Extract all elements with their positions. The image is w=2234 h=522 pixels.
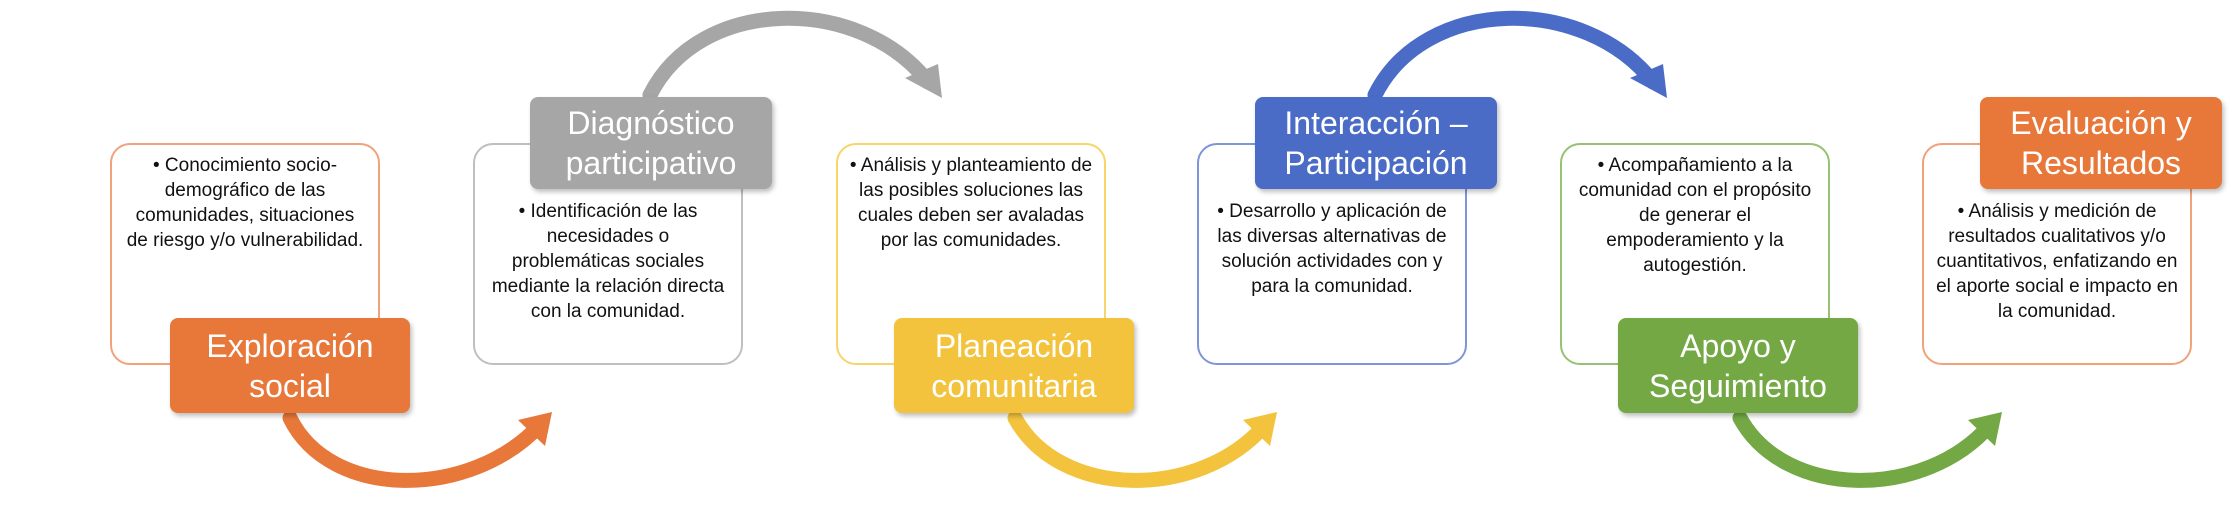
arrowhead-gray bbox=[905, 64, 942, 98]
stage-title-line: comunitaria bbox=[931, 367, 1097, 404]
curved-arrow-blue bbox=[1367, 10, 1661, 103]
stage-description: • Acompañamiento a la comunidad con el p… bbox=[1578, 155, 1812, 276]
stage-description: • Análisis y medición de resultados cual… bbox=[1936, 201, 2178, 322]
arrowhead-yellow bbox=[1243, 412, 1277, 446]
stage-title-line: participativo bbox=[565, 145, 737, 181]
stage-title-line: Apoyo y bbox=[1680, 327, 1796, 364]
arrowhead-green bbox=[1968, 412, 2002, 446]
curved-arrow-orange bbox=[282, 410, 548, 488]
stage-title-line: Planeación bbox=[934, 327, 1094, 364]
stage-title-interaccion: Interacción – Participación bbox=[1255, 97, 1497, 189]
stage-description: • Análisis y planteamiento de las posibl… bbox=[849, 155, 1093, 251]
stage-description: • Desarrollo y aplicación de las diversa… bbox=[1217, 201, 1447, 297]
stage-title-line: social bbox=[249, 367, 331, 404]
stage-title-line: Evaluación y bbox=[2010, 105, 2192, 141]
stage-title-line: Seguimiento bbox=[1649, 367, 1827, 404]
stage-title-planeacion: Planeación comunitaria bbox=[894, 318, 1134, 413]
stage-title-exploracion: Exploración social bbox=[170, 318, 410, 413]
arrowhead-blue bbox=[1630, 64, 1667, 98]
stage-title-line: Participación bbox=[1284, 145, 1468, 181]
stage-title-line: Diagnóstico bbox=[567, 105, 735, 141]
stage-title-line: Exploración bbox=[206, 327, 374, 364]
arrowhead-orange bbox=[518, 412, 552, 446]
stage-title-line: Resultados bbox=[2020, 145, 2182, 181]
stage-description: • Identificación de las necesidades o pr… bbox=[491, 201, 725, 322]
stage-title-line: Interacción – bbox=[1284, 105, 1468, 141]
stage-description: • Conocimiento socio-demográfico de las … bbox=[126, 155, 364, 251]
curved-arrow-gray bbox=[642, 10, 936, 103]
curved-arrow-green bbox=[1732, 410, 1998, 488]
stage-title-diagnostico: Diagnóstico participativo bbox=[530, 97, 772, 189]
stage-title-evaluacion: Evaluación y Resultados bbox=[1980, 97, 2222, 189]
stage-title-apoyo: Apoyo y Seguimiento bbox=[1618, 318, 1858, 413]
curved-arrow-yellow bbox=[1007, 410, 1273, 488]
